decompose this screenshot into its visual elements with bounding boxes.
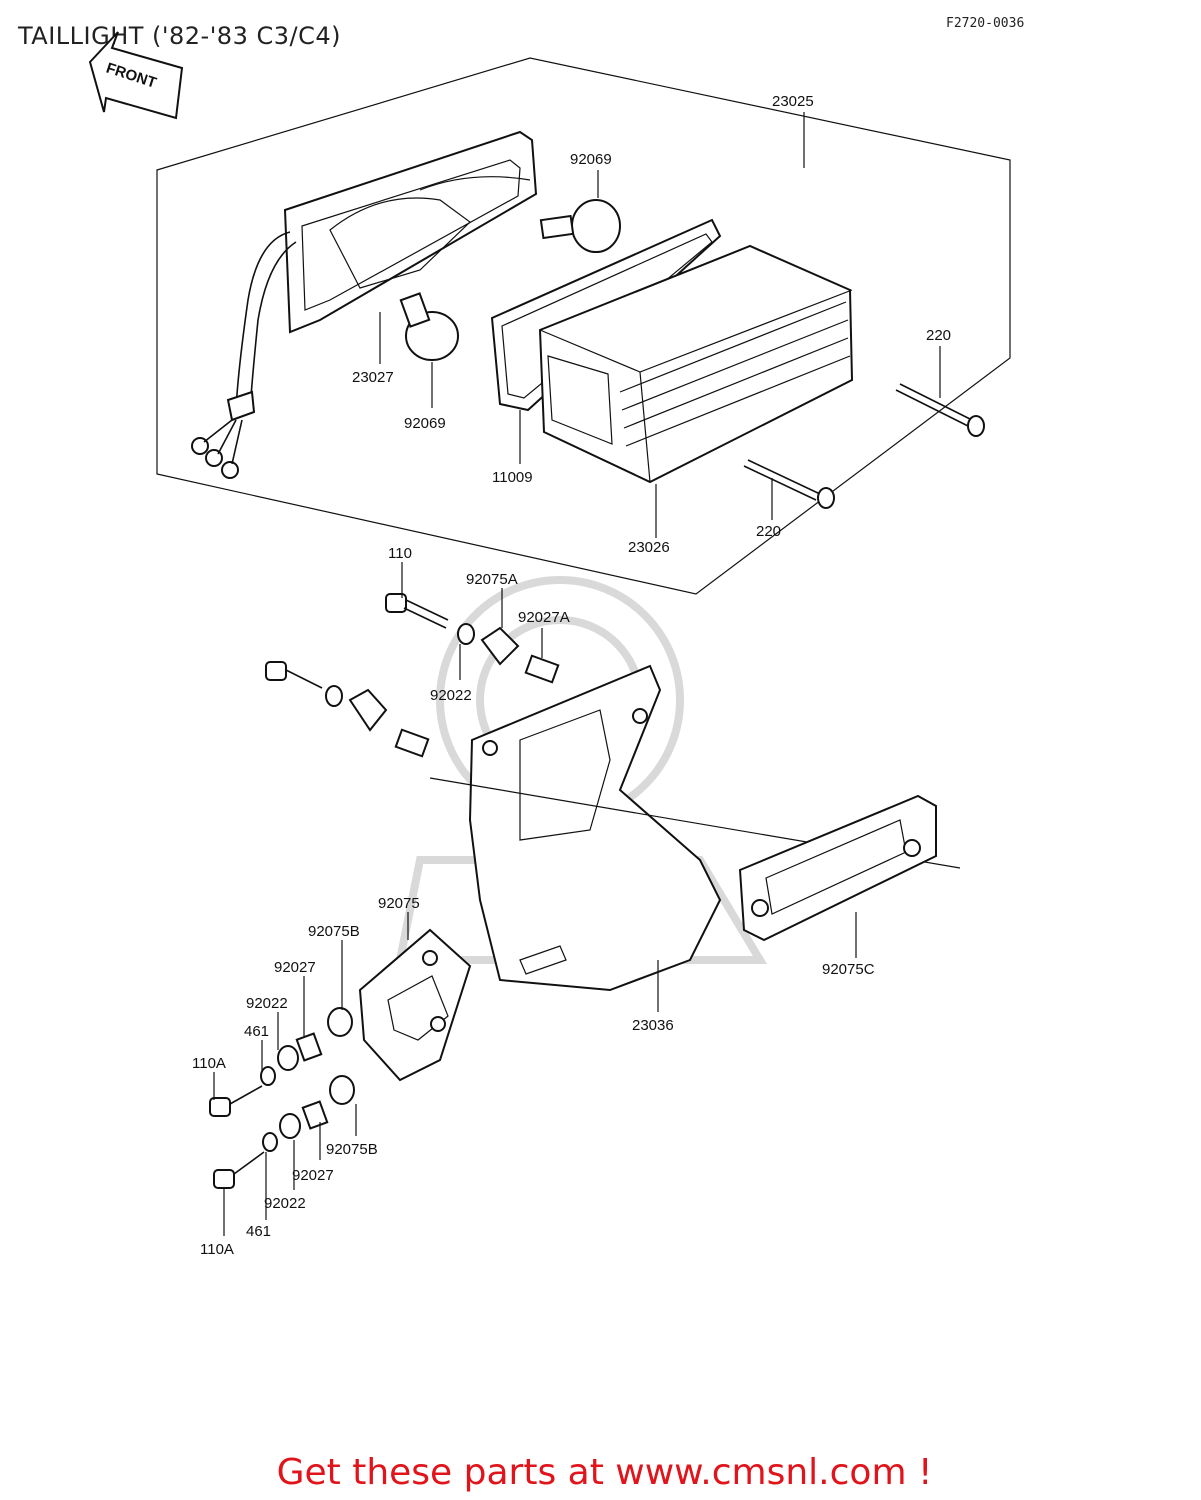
taillight-base-23027 <box>191 130 538 479</box>
leader-lines <box>213 112 941 1236</box>
footer-text[interactable]: Get these parts at www.cmsnl.com ! <box>276 1452 933 1493</box>
plate-92075 <box>358 928 472 1082</box>
bulb-bottom-92069 <box>399 292 459 361</box>
label-23026: 23026 <box>628 539 670 556</box>
collar-92027A <box>524 654 560 684</box>
bolt-110 <box>385 593 449 629</box>
label-92075A: 92075A <box>466 571 518 588</box>
hardware-lower-upper-set <box>209 1007 353 1117</box>
label-110A-bottom: 110A <box>200 1241 234 1258</box>
label-11009: 11009 <box>492 469 533 486</box>
gasket-92075C <box>738 794 937 942</box>
label-92075B-top: 92075B <box>308 923 360 940</box>
label-23025: 23025 <box>772 93 814 110</box>
lens-23026 <box>538 244 854 484</box>
bracket-23036 <box>429 664 961 992</box>
grommet-92075A <box>480 626 520 666</box>
front-arrow-icon: FRONT <box>88 31 184 120</box>
label-92027-bottom: 92027 <box>292 1167 334 1184</box>
screw-top-220 <box>895 383 985 437</box>
bolt-110-second <box>265 661 430 758</box>
diagram-code: F2720-0036 <box>946 16 1025 31</box>
hardware-lower-lower-set <box>213 1075 355 1189</box>
label-23036: 23036 <box>632 1017 674 1034</box>
page-title: TAILLIGHT ('82-'83 C3/C4) <box>18 22 341 50</box>
label-92022-bottom: 92022 <box>264 1195 306 1212</box>
label-92069-bottom: 92069 <box>404 415 446 432</box>
label-92022-mid: 92022 <box>246 995 288 1012</box>
exploded-parts-diagram: FRONT <box>88 31 1011 1258</box>
label-220-top: 220 <box>926 327 951 344</box>
label-110: 110 <box>388 545 412 562</box>
washer-92022-top <box>457 623 475 645</box>
footer-link-text[interactable]: Get these parts at www.cmsnl.com ! <box>0 1452 1201 1493</box>
label-461-top: 461 <box>244 1023 269 1040</box>
label-92069-top: 92069 <box>570 151 612 168</box>
label-92027-top: 92027 <box>274 959 316 976</box>
assembly-outline-23025 <box>156 57 1011 595</box>
label-92075B-bottom: 92075B <box>326 1141 378 1158</box>
label-92075: 92075 <box>378 895 420 912</box>
label-110A-top: 110A <box>192 1055 226 1072</box>
label-92075C: 92075C <box>822 961 875 978</box>
label-92022-top: 92022 <box>430 687 472 704</box>
bulb-top-92069 <box>539 199 621 253</box>
label-220-bottom: 220 <box>756 523 781 540</box>
label-461-bottom: 461 <box>246 1223 271 1240</box>
screw-bottom-220 <box>743 459 835 509</box>
label-92027A: 92027A <box>518 609 570 626</box>
label-23027: 23027 <box>352 369 394 386</box>
